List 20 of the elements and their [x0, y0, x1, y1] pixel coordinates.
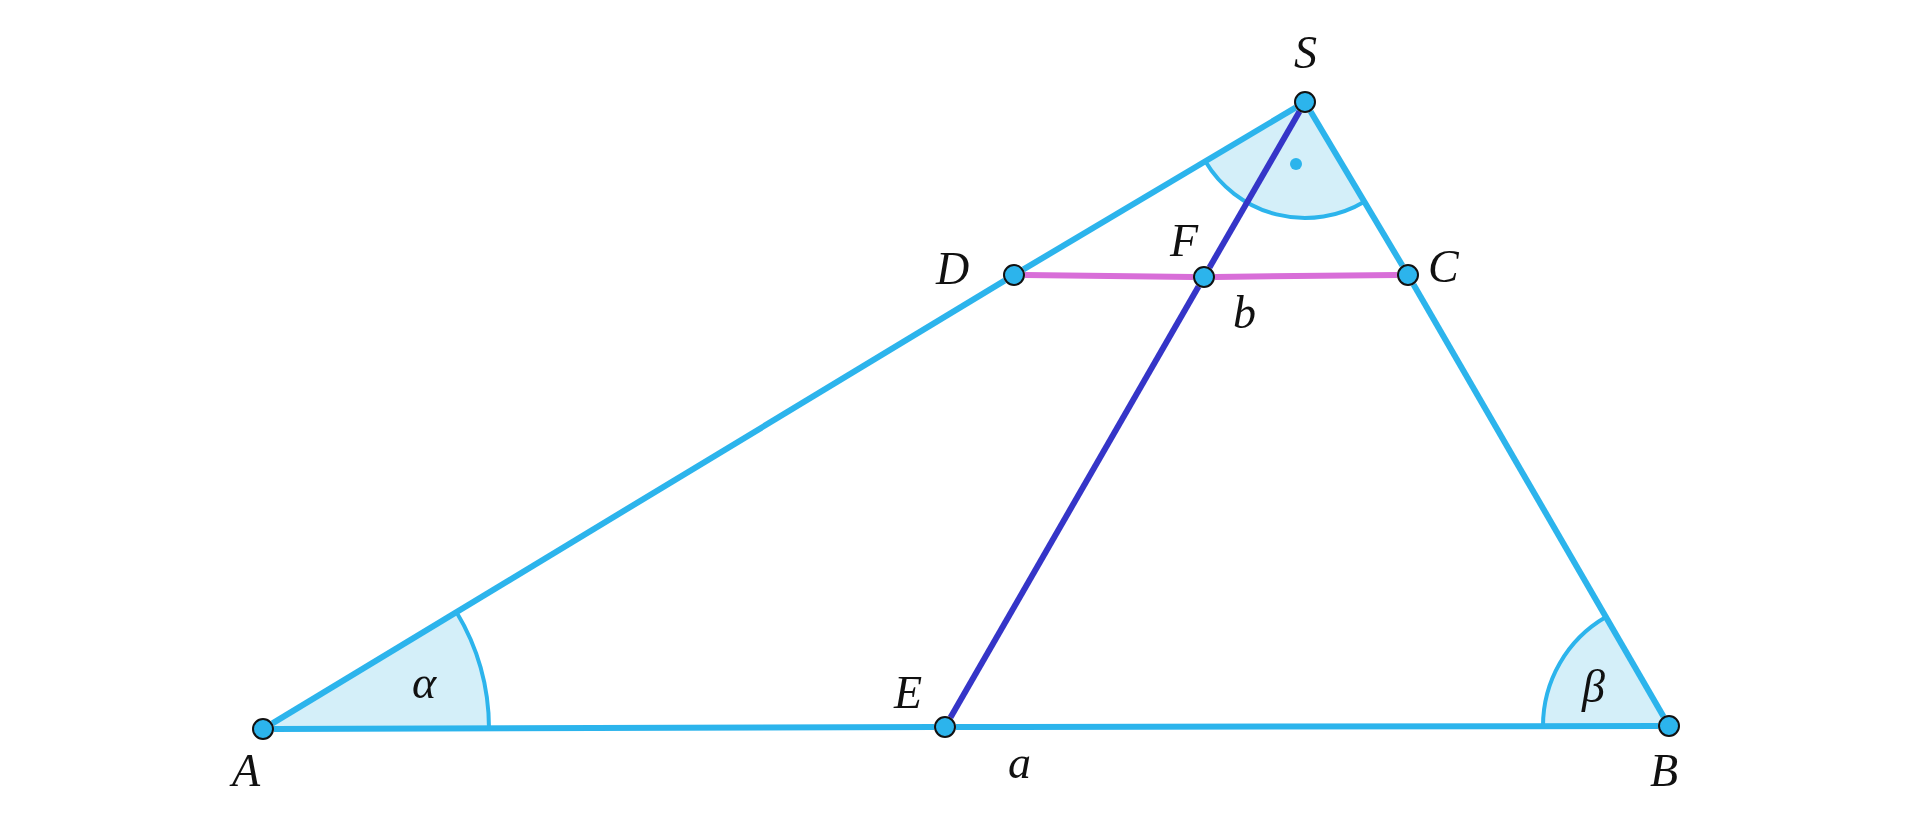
point-label: C — [1428, 244, 1459, 290]
line-segment — [1021, 105, 1298, 272]
point-label: D — [936, 246, 970, 292]
math-label: β — [1582, 664, 1605, 710]
point-label: B — [1650, 748, 1679, 794]
line-segment — [947, 285, 1202, 719]
line-segment — [956, 723, 1658, 730]
math-label: α — [412, 660, 437, 706]
line-segment — [274, 724, 934, 732]
line-segment — [1410, 283, 1667, 718]
line-segment — [270, 278, 1007, 726]
line-segment — [1308, 109, 1405, 268]
point-label: F — [1170, 218, 1199, 264]
line-segment — [1024, 272, 1194, 280]
line-segment — [1206, 110, 1303, 269]
point-label: S — [1294, 30, 1317, 76]
point-label: E — [894, 670, 923, 716]
line-segment — [1214, 272, 1398, 280]
math-label: a — [1008, 740, 1031, 786]
math-label: b — [1233, 290, 1256, 336]
